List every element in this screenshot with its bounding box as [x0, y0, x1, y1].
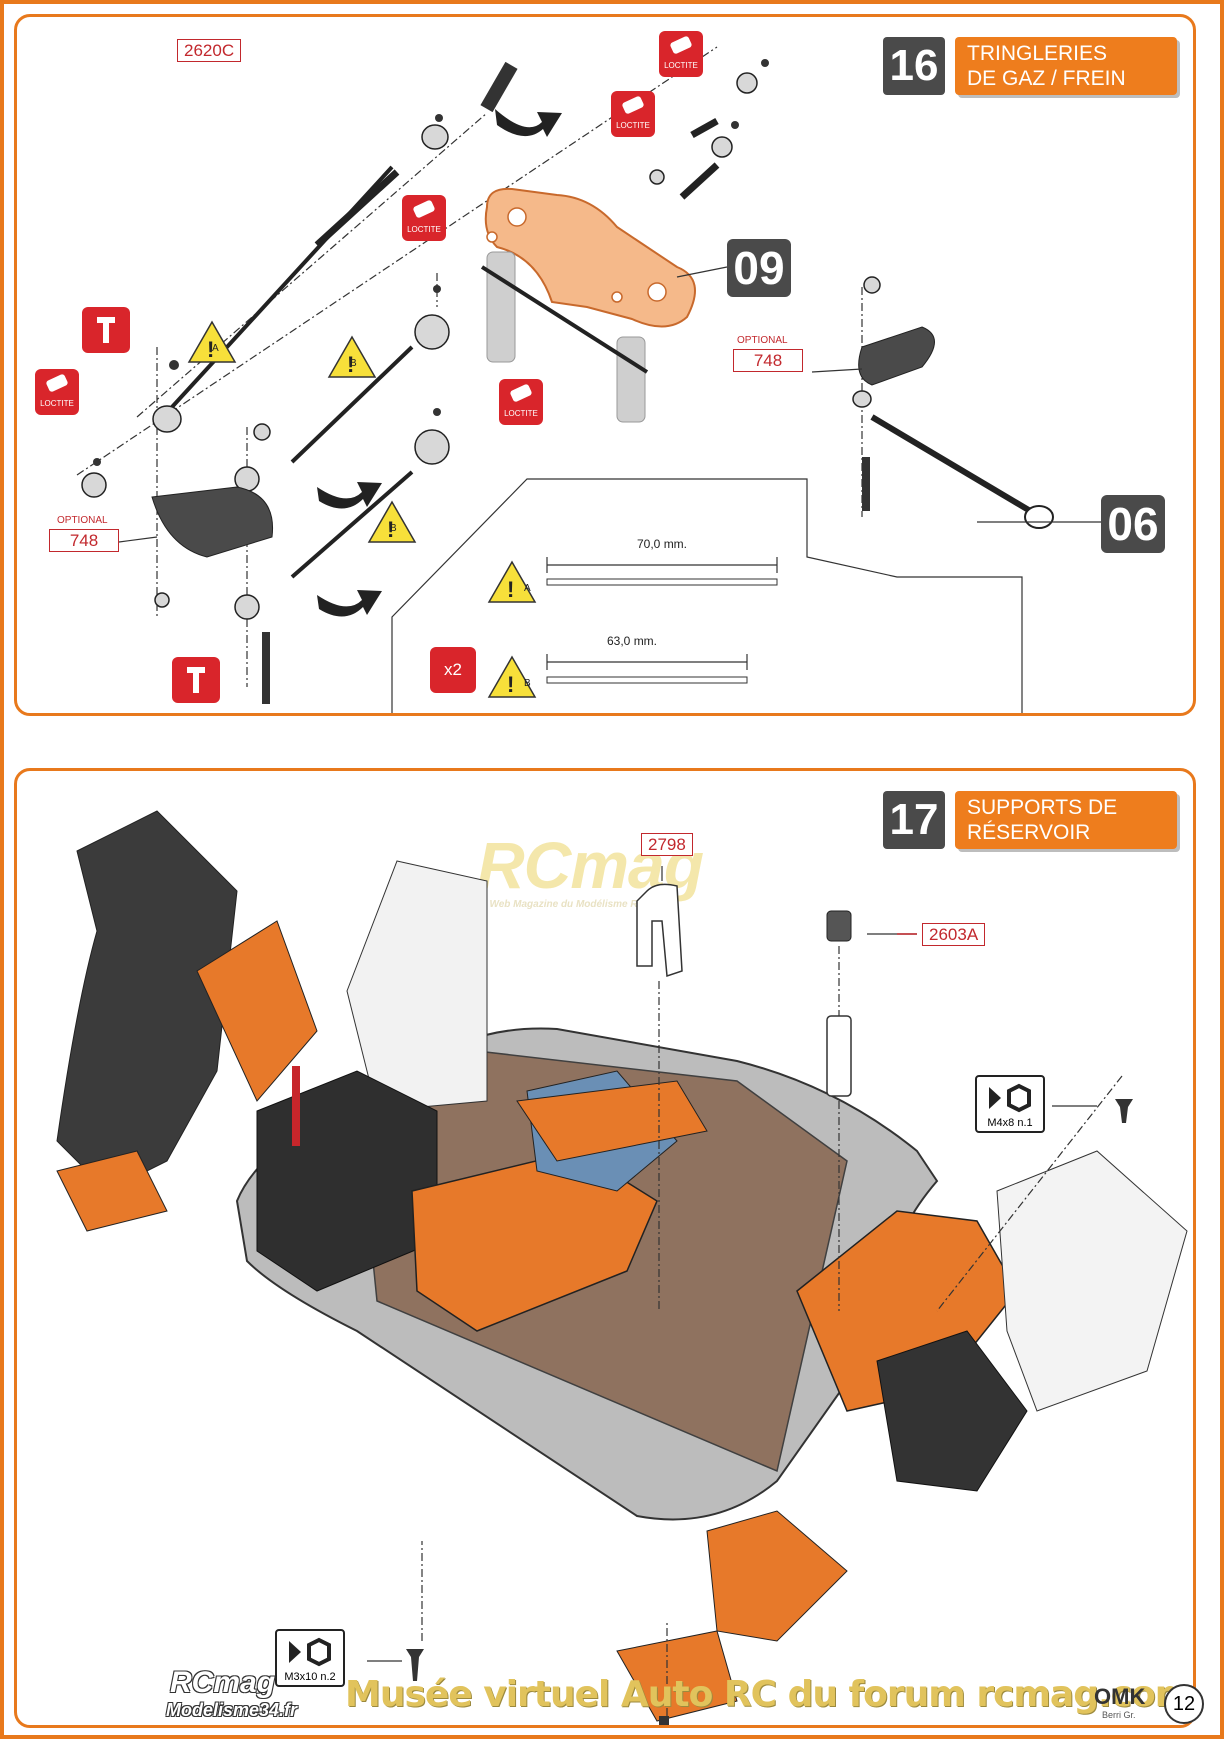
- svg-text:!: !: [207, 337, 214, 362]
- omk-brand-logo: OMK: [1094, 1684, 1146, 1709]
- warning-b-letter-1: B: [350, 358, 357, 369]
- step-16-title-line1: TRINGLERIES: [967, 42, 1108, 65]
- museum-watermark-text: Musée virtuel Auto RC du forum rcmag.com: [345, 1674, 1192, 1715]
- callout-06: 06: [1101, 495, 1165, 553]
- loctite-icon: LOCTITE: [611, 91, 655, 137]
- chassis-assembly-drawing: [56, 810, 1188, 1725]
- hex-key-icon: [989, 1083, 1031, 1113]
- optional-label: OPTIONAL: [737, 335, 788, 346]
- warning-b-letter-3: B: [524, 678, 531, 689]
- warning-a-letter-2: A: [524, 583, 531, 594]
- step-16-number: 16: [883, 37, 945, 95]
- omk-brand-subtext: Berri Gr.: [1102, 1710, 1136, 1720]
- optional-label: OPTIONAL: [57, 515, 108, 526]
- footer-rcmag-logo: RCmag: [170, 1666, 276, 1699]
- step-16-title-line2: DE GAZ / FREIN: [967, 67, 1126, 90]
- part-code-748: 748: [49, 529, 119, 552]
- footer-modelisme-logo: Modelisme34.fr: [166, 1700, 298, 1720]
- part-code-2620c: 2620C: [177, 39, 242, 62]
- screw-m4x8-badge: M4x8 n.1: [975, 1075, 1045, 1133]
- step-17-title-line2: RÉSERVOIR: [967, 821, 1091, 844]
- page-number: 12: [1164, 1684, 1204, 1724]
- step-17-title: SUPPORTS DE RÉSERVOIR: [955, 791, 1177, 849]
- svg-text:!: !: [387, 517, 394, 542]
- svg-text:!: !: [507, 577, 514, 602]
- part-code-2798: 2798: [641, 833, 693, 856]
- svg-text:!: !: [507, 672, 514, 697]
- linkage-assembly-drawing: !! !!!: [76, 46, 1102, 713]
- loctite-icon: LOCTITE: [35, 369, 79, 415]
- part-code-2603a: 2603A: [922, 923, 986, 946]
- loctite-icon: LOCTITE: [659, 31, 703, 77]
- step-16-title: TRINGLERIES DE GAZ / FREIN: [955, 37, 1177, 95]
- screw-m3x10-badge: M3x10 n.2: [275, 1629, 345, 1687]
- step-17-title-line1: SUPPORTS DE: [967, 796, 1118, 819]
- rcmag-watermark-tagline: Le Web Magazine du Modélisme RC: [475, 899, 645, 910]
- dimension-b: 63,0 mm.: [607, 634, 658, 648]
- warning-b-letter-2: B: [390, 523, 397, 534]
- screw-m4x8-label: M4x8 n.1: [987, 1117, 1033, 1129]
- part-code-748: 748: [733, 349, 803, 372]
- svg-text:!: !: [347, 352, 354, 377]
- hex-key-icon: [289, 1637, 331, 1667]
- dimension-a: 70,0 mm.: [637, 537, 688, 551]
- warning-a-letter-1: A: [212, 343, 219, 354]
- step-17-number: 17: [883, 791, 945, 849]
- loctite-icon: LOCTITE: [402, 195, 446, 241]
- step-16-panel: 16 TRINGLERIES DE GAZ / FREIN 2620C: [14, 14, 1196, 716]
- screw-m3x10-label: M3x10 n.2: [284, 1671, 336, 1683]
- step-17-panel: 17 SUPPORTS DE RÉSERVOIR RCmag Le Web Ma…: [14, 768, 1196, 1728]
- loctite-icon: LOCTITE: [499, 379, 543, 425]
- callout-09: 09: [727, 239, 791, 297]
- quantity-x2-badge: x2: [430, 647, 476, 693]
